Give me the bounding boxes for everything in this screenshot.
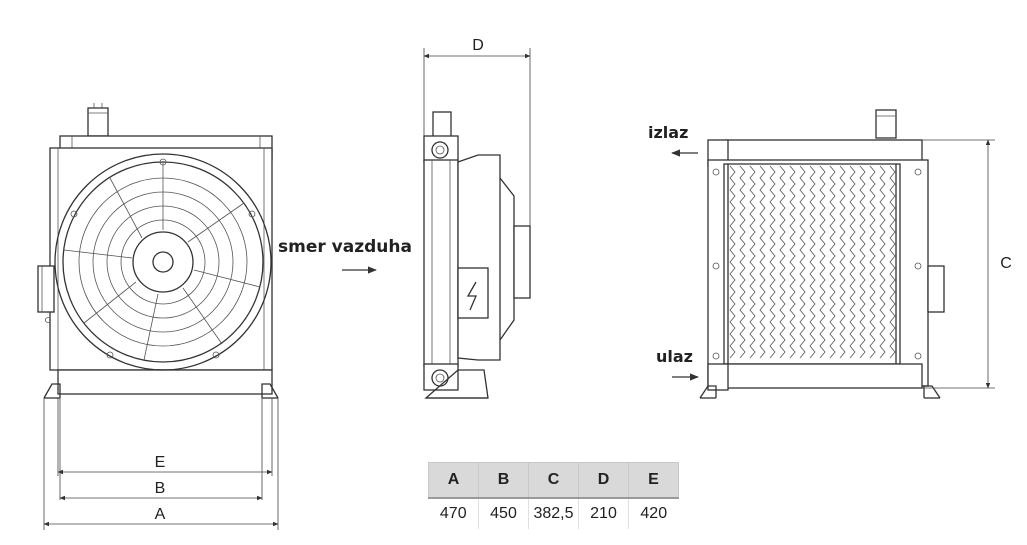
core-fin <box>749 165 756 359</box>
value-a: 470 <box>439 505 467 522</box>
dimension-table: A B C D E 470 450 382,5 210 420 <box>428 462 679 529</box>
value-c: 382,5 <box>528 498 579 529</box>
core-fin <box>759 165 766 359</box>
core-fin <box>849 165 856 359</box>
dim-e-label: E <box>155 454 166 471</box>
core-fin <box>839 165 846 359</box>
core-fin <box>799 165 806 359</box>
inlet-label: ulaz <box>656 347 693 366</box>
value-d: 210 <box>578 498 629 529</box>
dim-d-label: D <box>472 37 484 54</box>
dim-a-label: A <box>155 506 166 523</box>
value-b: 450 <box>478 498 529 529</box>
core-fin <box>779 165 786 359</box>
core-fin <box>889 165 896 359</box>
header-c: C <box>528 462 579 499</box>
header-d: D <box>578 462 629 499</box>
dim-c-label: C <box>1000 255 1012 272</box>
header-a: A <box>428 462 479 499</box>
core-fin <box>789 165 796 359</box>
side-view <box>423 111 531 399</box>
annotations: smer vazduha izlaz ulaz <box>278 123 699 381</box>
core-fin <box>819 165 826 359</box>
dim-b-label: B <box>155 480 166 497</box>
rear-view <box>699 109 945 399</box>
airflow-label: smer vazduha <box>278 237 412 257</box>
front-view <box>37 103 279 399</box>
core-fin <box>769 165 776 359</box>
core-fin <box>729 165 736 359</box>
dimension-table-row: 470 450 382,5 210 420 <box>429 498 679 529</box>
header-e: E <box>628 462 679 499</box>
header-b: B <box>478 462 529 499</box>
value-e: 420 <box>628 498 679 529</box>
core-fin <box>859 165 866 359</box>
core-fin <box>809 165 816 359</box>
core-fin <box>739 165 746 359</box>
core-fin <box>869 165 876 359</box>
dimension-table-header: A B C D E <box>428 462 679 499</box>
core-fin <box>829 165 836 359</box>
outlet-label: izlaz <box>648 123 688 142</box>
core-fin <box>879 165 886 359</box>
dimensions: E B A D C <box>43 37 1012 530</box>
